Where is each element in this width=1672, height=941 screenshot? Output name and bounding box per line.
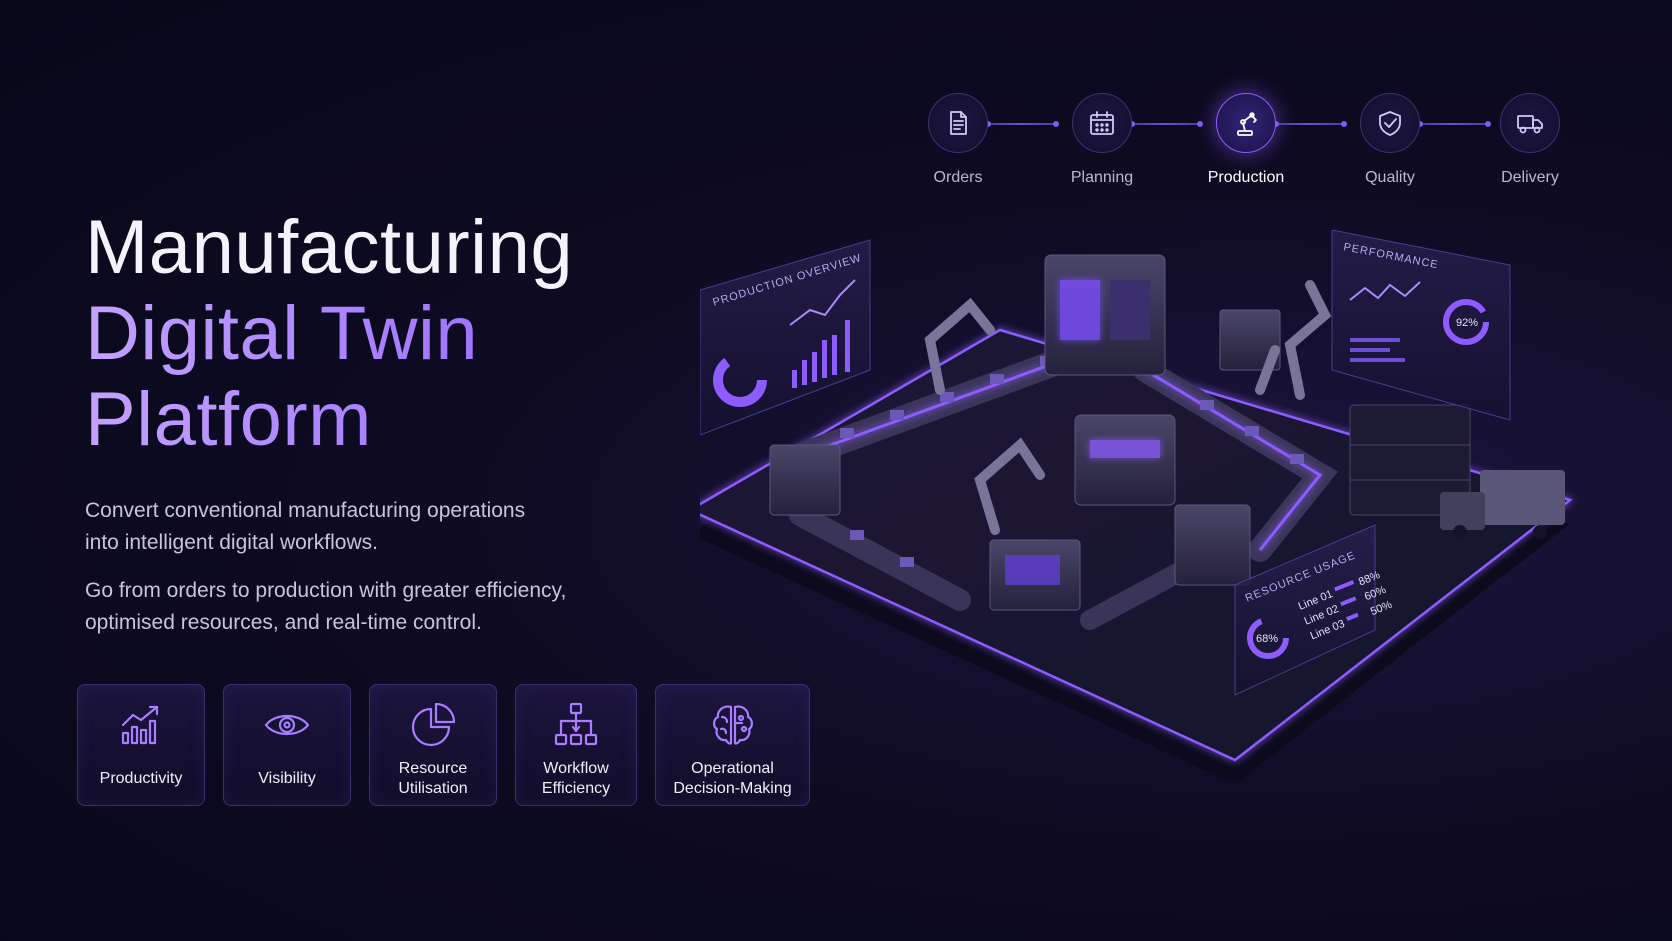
flow-step-label: Orders — [933, 169, 983, 186]
description-primary-line-2: into intelligent digital workflows. — [85, 531, 378, 554]
flow-step-label: Delivery — [1501, 169, 1559, 186]
flow-step-planning[interactable]: Planning — [1047, 93, 1157, 187]
flow-step-circle — [1500, 93, 1560, 153]
production-overview-panel: PRODUCTION OVERVIEW — [700, 239, 871, 436]
feature-card-workflow-efficiency[interactable]: Workflow Efficiency — [515, 684, 637, 806]
document-icon — [950, 111, 967, 135]
description-primary-line-1: Convert conventional manufacturing opera… — [85, 499, 526, 522]
hero-section: Manufacturing Digital Twin Platform Conv… — [85, 205, 705, 639]
flow-connector — [1273, 121, 1347, 127]
title-line-1: Manufacturing — [85, 205, 574, 290]
flow-step-label: Quality — [1365, 169, 1415, 186]
performance-panel: PERFORMANCE 92% — [1331, 230, 1511, 421]
feature-card-resource-utilisation[interactable]: Resource Utilisation — [369, 684, 497, 806]
feature-label-line-2: Utilisation — [398, 780, 468, 797]
resource-usage-value: 68% — [1256, 633, 1278, 645]
feature-card-visibility[interactable]: Visibility — [223, 684, 351, 806]
flow-connector — [985, 121, 1059, 127]
flow-step-quality[interactable]: Quality — [1335, 93, 1445, 187]
description-secondary-line-1: Go from orders to production with greate… — [85, 579, 567, 602]
flow-step-delivery[interactable]: Delivery — [1475, 93, 1585, 187]
description-secondary-line-2: optimised resources, and real-time contr… — [85, 611, 482, 634]
feature-cards: Productivity Visibility Resource Utilisa… — [77, 684, 810, 806]
flow-step-orders[interactable]: Orders — [903, 93, 1013, 187]
feature-label: Productivity — [99, 770, 183, 787]
feature-card-operational-decision-making[interactable]: Operational Decision-Making — [655, 684, 810, 806]
flow-step-circle — [1072, 93, 1132, 153]
flow-step-circle — [1216, 93, 1276, 153]
flow-step-label: Planning — [1070, 169, 1134, 186]
calendar-icon — [1090, 111, 1114, 135]
feature-label-line-1: Workflow — [543, 760, 609, 777]
workflow-icon — [554, 702, 598, 746]
feature-label: Operational Decision-Making — [673, 759, 791, 799]
feature-label: Visibility — [258, 770, 316, 787]
truck-icon — [1517, 115, 1543, 134]
flow-step-circle — [1360, 93, 1420, 153]
pie-chart-icon — [411, 702, 456, 747]
factory-digital-twin-illustration: PRODUCTION OVERVIEW PERFORMANCE 92% RESO… — [700, 230, 1573, 784]
description-primary: Convert conventional manufacturing opera… — [85, 495, 645, 559]
resource-usage-panel: RESOURCE USAGE 68% Line 01 88% Line 02 6… — [1234, 524, 1394, 696]
flow-connector — [1417, 121, 1491, 127]
feature-card-productivity[interactable]: Productivity — [77, 684, 205, 806]
feature-label: Resource Utilisation — [398, 759, 467, 799]
feature-label: Workflow Efficiency — [542, 759, 610, 799]
process-flow: Orders Planning Production — [910, 93, 1560, 193]
delivery-truck — [1440, 470, 1565, 539]
resource-line-bar — [1346, 612, 1359, 621]
bar-chart-trend-icon — [121, 705, 159, 745]
eye-icon — [264, 714, 310, 736]
brain-icon — [712, 705, 753, 745]
feature-label-line-1: Operational — [691, 760, 774, 777]
description-secondary: Go from orders to production with greate… — [85, 575, 645, 639]
resource-line-bar — [1334, 580, 1355, 592]
resource-line-bar — [1340, 596, 1357, 607]
feature-label-line-1: Resource — [398, 760, 468, 777]
title-line-3: Platform — [85, 377, 705, 463]
machines — [769, 254, 1471, 611]
flow-step-label: Production — [1207, 169, 1285, 186]
title-line-2: Digital Twin — [85, 291, 705, 377]
flow-connector — [1129, 121, 1203, 127]
feature-label-line-2: Efficiency — [541, 780, 611, 797]
feature-label-line-2: Decision-Making — [673, 780, 792, 797]
performance-value: 92% — [1456, 317, 1478, 329]
robot-arms — [924, 280, 1332, 535]
page-title: Manufacturing Digital Twin Platform — [85, 205, 705, 463]
shield-check-icon — [1379, 111, 1401, 136]
robot-arm-icon — [1237, 112, 1257, 136]
flow-step-production[interactable]: Production — [1191, 93, 1301, 187]
flow-step-circle — [928, 93, 988, 153]
